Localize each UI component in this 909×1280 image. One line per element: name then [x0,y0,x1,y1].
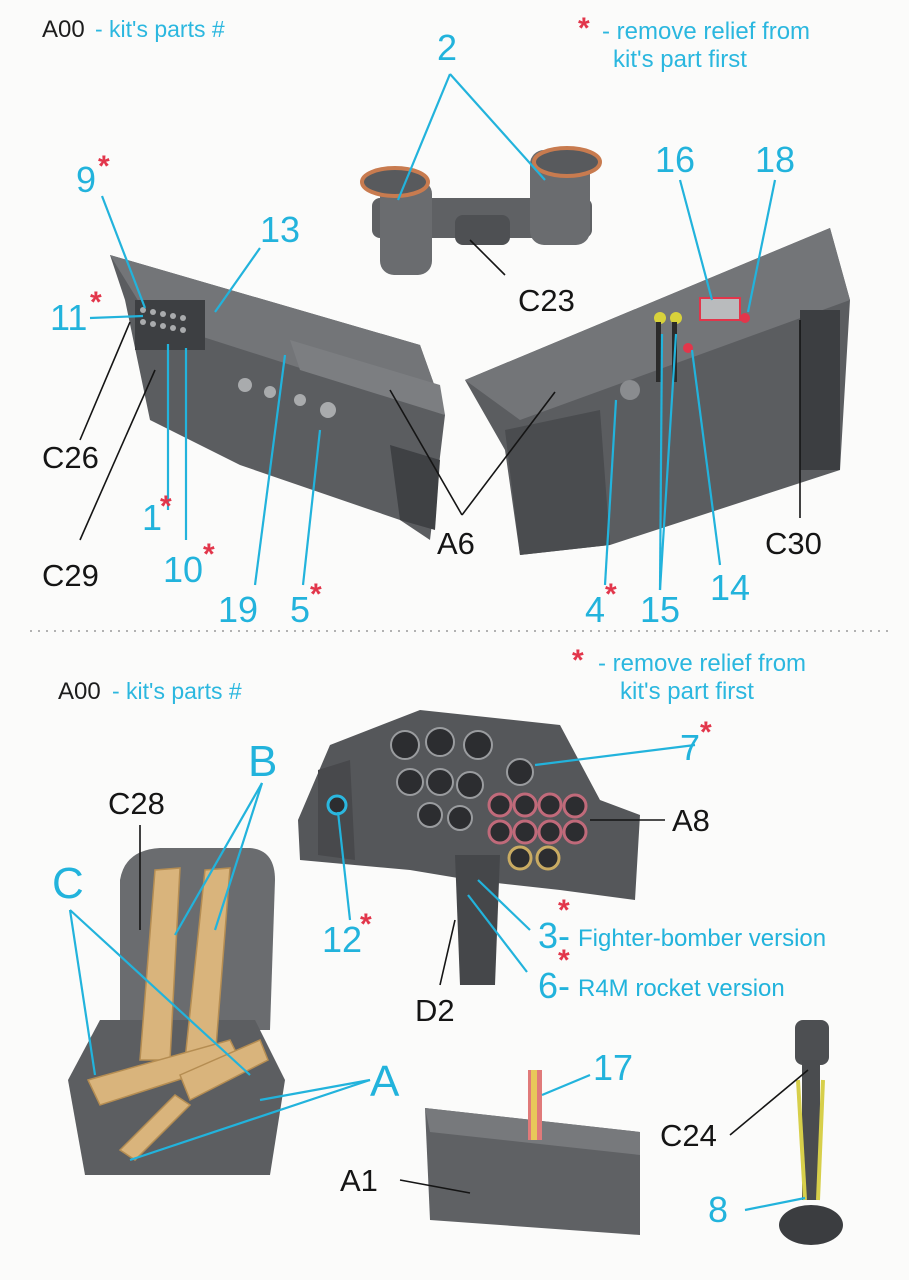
note-asterisk: * [578,12,590,45]
part-right-console-c30 [465,228,850,555]
label-19: 19 [218,589,259,630]
label-c23: C23 [518,283,575,318]
part-c24-control-stick [779,1020,843,1245]
label-c30: C30 [765,526,822,561]
label-18: 18 [755,139,796,180]
label-11: 11 [50,297,88,338]
part-instrument-panel-a8 [298,710,640,985]
label-c29: C29 [42,558,99,593]
label-c28: C28 [108,786,165,821]
label-12: 12 [322,919,363,960]
label-a: A [370,1057,400,1106]
legend2-code: A00 [58,678,101,705]
note2-asterisk: * [572,644,584,677]
legend-text: - kit's parts # [95,16,225,42]
part-left-console-c26 [110,255,445,540]
asterisk-6: * [558,944,570,977]
label-14: 14 [710,567,751,608]
note2-line2: kit's part first [620,678,754,705]
label-a8: A8 [672,803,710,838]
label-6: 6- [538,965,571,1006]
label-c24: C24 [660,1118,717,1153]
asterisk-4: * [605,578,617,611]
label-13: 13 [260,209,301,250]
asterisk-11: * [90,286,102,319]
label-9: 9 [76,159,97,200]
label-7: 7 [680,727,701,768]
part-seat-c28 [68,848,285,1175]
label-17: 17 [593,1047,634,1088]
asterisk-5: * [310,578,322,611]
asterisk-10: * [203,538,215,571]
note-line2: kit's part first [613,46,747,73]
label-5: 5 [290,589,311,630]
label-c26: C26 [42,440,99,475]
label-r4m: R4M rocket version [578,975,785,1002]
label-1: 1 [142,497,163,538]
legend-code: A00 [42,16,85,43]
asterisk-7: * [700,716,712,749]
label-fighter-bomber: Fighter-bomber version [578,925,827,952]
label-4: 4 [585,589,606,630]
note-line1: - remove relief from [602,18,811,45]
label-d2: D2 [415,993,455,1028]
label-b: B [248,737,278,786]
label-16: 16 [655,139,696,180]
asterisk-9: * [98,150,110,183]
asterisk-12: * [360,908,372,941]
label-15: 15 [640,589,681,630]
asterisk-3: * [558,894,570,927]
legend2-text: - kit's parts # [112,678,242,704]
part-d2 [455,855,500,985]
label-8: 8 [708,1189,729,1230]
label-c: C [52,859,84,908]
label-a6: A6 [437,526,475,561]
part-c23-rudder-pedals [360,146,602,275]
label-10: 10 [163,549,204,590]
asterisk-1: * [160,490,172,523]
label-2: 2 [437,27,458,68]
note2-line1: - remove relief from [598,650,807,677]
part-a1-plate [425,1070,640,1235]
label-a1: A1 [340,1163,378,1198]
label-3: 3- [538,915,571,956]
